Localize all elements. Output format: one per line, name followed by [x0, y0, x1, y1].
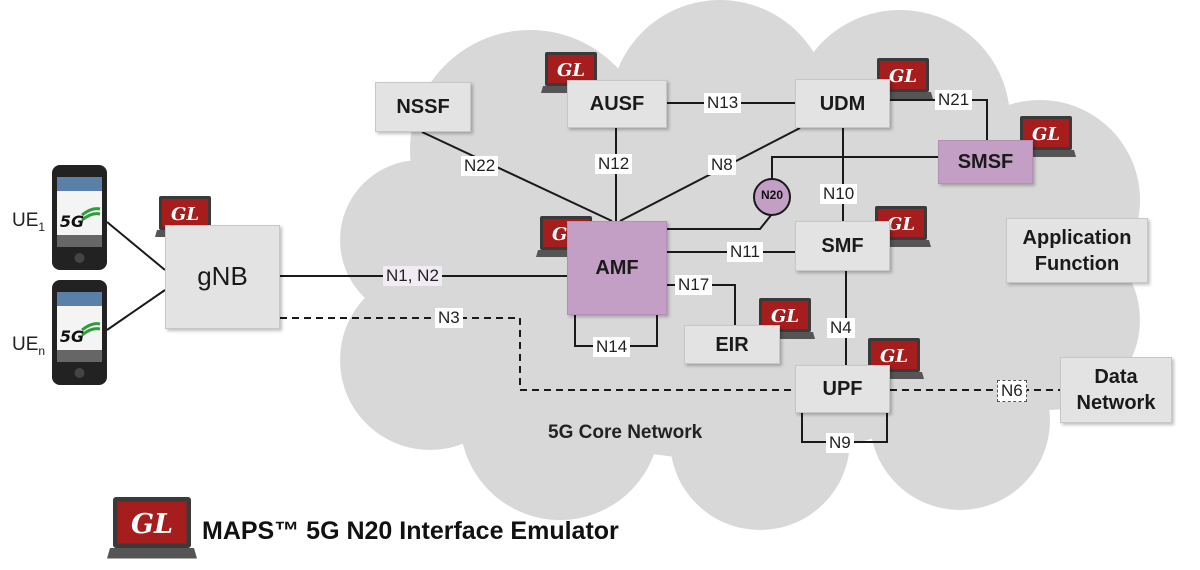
gl-laptop-icon: GL — [871, 206, 931, 247]
gl-laptop-icon: GL — [873, 58, 933, 99]
gl-laptop-icon: GL — [155, 196, 215, 237]
n3-link — [280, 317, 795, 391]
n21-label: N21 — [935, 90, 973, 110]
n6-label: N6 — [997, 380, 1027, 402]
n20-label: N20 — [760, 188, 783, 202]
svg-text:GL: GL — [880, 346, 908, 367]
smartphone-icon: 5G — [52, 280, 107, 385]
svg-text:GL: GL — [887, 214, 915, 235]
gl-laptop-icon: GL — [755, 298, 815, 339]
smsf-node: SMSF — [938, 140, 1033, 184]
upf-node: UPF — [795, 365, 890, 413]
svg-text:GL: GL — [1032, 124, 1060, 145]
n13-label: N13 — [704, 93, 742, 113]
svg-text:GL: GL — [131, 509, 173, 540]
udm-node: UDM — [795, 79, 890, 128]
product-title: MAPS™ 5G N20 Interface Emulator — [202, 517, 619, 545]
n22-label: N22 — [461, 156, 499, 176]
n1n2-label: N1, N2 — [383, 266, 442, 286]
svg-text:GL: GL — [171, 204, 199, 225]
n9-label: N9 — [826, 433, 854, 453]
gl-laptop-icon: GL — [107, 497, 197, 559]
svg-text:GL: GL — [889, 66, 917, 87]
n12-label: N12 — [595, 154, 633, 174]
n17-label: N17 — [675, 275, 713, 295]
svg-text:GL: GL — [771, 306, 799, 327]
core-network-label: 5G Core Network — [548, 422, 703, 443]
n21-link — [890, 99, 988, 140]
uen-gnb-link — [106, 289, 166, 331]
ue1-label: UE1 — [12, 210, 46, 234]
n20-smsf-link — [771, 156, 938, 180]
amf-node: AMF — [567, 221, 667, 315]
n4-label: N4 — [827, 318, 855, 338]
uen-label: UEn — [12, 334, 46, 358]
n10-label: N10 — [820, 184, 858, 204]
nssf-node: NSSF — [375, 82, 471, 132]
ue1-gnb-link — [106, 221, 166, 271]
gl-laptop-icon: GL — [1016, 116, 1076, 157]
smf-node: SMF — [795, 221, 890, 271]
ausf-node: AUSF — [567, 80, 667, 128]
eir-node: EIR — [684, 325, 780, 364]
n22-link — [421, 131, 613, 222]
n8-label: N8 — [708, 155, 736, 175]
n20-circle — [753, 178, 791, 216]
n14-label: N14 — [593, 337, 631, 357]
svg-text:GL: GL — [557, 60, 585, 81]
n3-label: N3 — [435, 308, 463, 328]
gl-laptop-icon: GL — [864, 338, 924, 379]
application-function-node: Application Function — [1006, 218, 1148, 283]
data-network-node: Data Network — [1060, 357, 1172, 423]
n11-label: N11 — [727, 242, 763, 262]
gl-laptop-icon: GL — [541, 52, 601, 93]
n20-amf-link — [667, 213, 773, 230]
smartphone-icon: 5G — [52, 165, 107, 270]
svg-text:5G: 5G — [60, 327, 84, 346]
gnb-node: gNB — [165, 225, 280, 329]
svg-text:5G: 5G — [60, 212, 84, 231]
